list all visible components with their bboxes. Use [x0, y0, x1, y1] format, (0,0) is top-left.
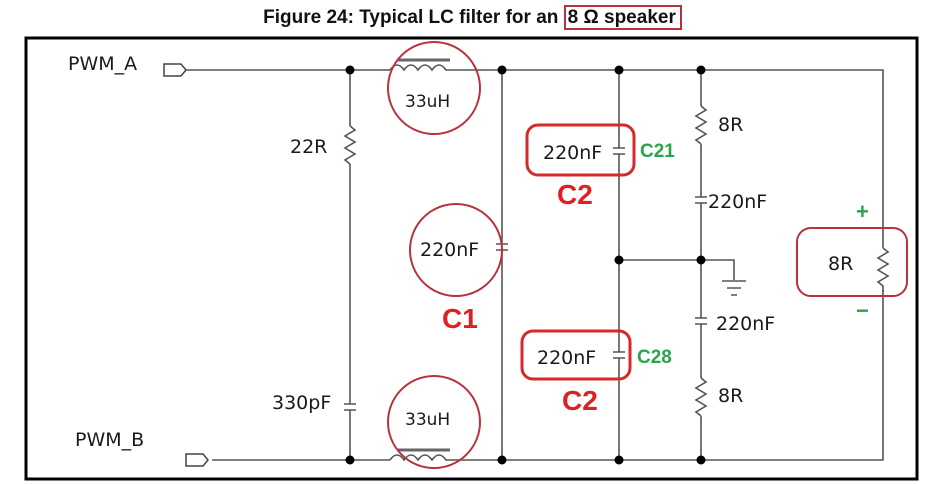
junction-dot: [696, 65, 706, 75]
snubber-resistor-label: 22R: [290, 136, 327, 158]
figure-frame: [24, 36, 919, 481]
c28-reference: C28: [637, 347, 672, 368]
junction-dot: [497, 65, 507, 75]
junction-dot: [614, 455, 624, 465]
junction-dot: [696, 255, 706, 265]
c1-branch: [496, 70, 508, 460]
junction-dot: [614, 255, 624, 265]
c21-value-label: 220nF: [543, 142, 602, 164]
plus-sign: +: [856, 199, 869, 224]
c2-top-annotation: C2: [557, 179, 593, 210]
junction-dot: [614, 65, 624, 75]
capacitor-icon: [695, 317, 707, 325]
capacitor-icon: [613, 351, 625, 359]
port-connector-icon: [163, 63, 187, 77]
c28-value-label: 220nF: [537, 347, 596, 369]
zobel-branch: [694, 70, 708, 460]
pwm-b-label: PWM_B: [75, 429, 144, 451]
zobel-capacitor-bottom-label: 220nF: [716, 313, 775, 335]
junction-dot: [497, 455, 507, 465]
bottom-rail: [212, 290, 884, 461]
figure-title: Figure 24: Typical LC filter for an 8 Ω …: [0, 5, 945, 30]
inductor-icon: [389, 58, 450, 72]
junction-dot: [345, 455, 355, 465]
speaker-highlight: 8 Ω speaker: [563, 5, 682, 30]
minus-sign: −: [856, 298, 869, 323]
junction-dot: [696, 455, 706, 465]
c21-reference: C21: [640, 141, 675, 162]
resistor-icon: [876, 247, 890, 292]
c1-highlight: [409, 203, 503, 297]
load-highlight: [796, 227, 908, 297]
zobel-capacitor-top-label: 220nF: [708, 191, 767, 213]
port-connector-icon: [185, 453, 209, 467]
capacitor-icon: [613, 147, 625, 155]
capacitor-icon: [344, 403, 356, 411]
c2-bottom-annotation: C2: [562, 385, 598, 416]
ground-icon: [722, 280, 746, 296]
c1-value-label: 220nF: [420, 239, 479, 261]
resistor-icon: [343, 125, 357, 165]
resistor-icon: [694, 377, 708, 417]
resistor-icon: [694, 105, 708, 145]
load-resistor-label: 8R: [828, 253, 853, 275]
zobel-resistor-bottom-label: 8R: [718, 385, 743, 407]
capacitor-icon: [695, 196, 707, 204]
c1-annotation: C1: [442, 303, 478, 334]
junctions: [345, 65, 706, 465]
inductor-icon: [389, 448, 450, 462]
snubber-branch: [343, 70, 357, 460]
c21-highlight: [525, 123, 636, 177]
figure-title-text: Figure 24: Typical LC filter for an: [263, 7, 564, 28]
zobel-resistor-top-label: 8R: [718, 114, 743, 136]
snubber-capacitor-label: 330pF: [272, 392, 331, 414]
inductor-top-highlight: [387, 41, 481, 135]
junction-dot: [345, 65, 355, 75]
c21-c28-branch: [613, 70, 735, 460]
inductor-top-label: 33uH: [405, 92, 450, 112]
c28-highlight: [520, 329, 632, 381]
pwm-a-label: PWM_A: [68, 53, 137, 75]
top-rail: [186, 69, 884, 248]
inductor-bottom-highlight: [387, 375, 481, 469]
inductor-bottom-label: 33uH: [405, 410, 450, 430]
